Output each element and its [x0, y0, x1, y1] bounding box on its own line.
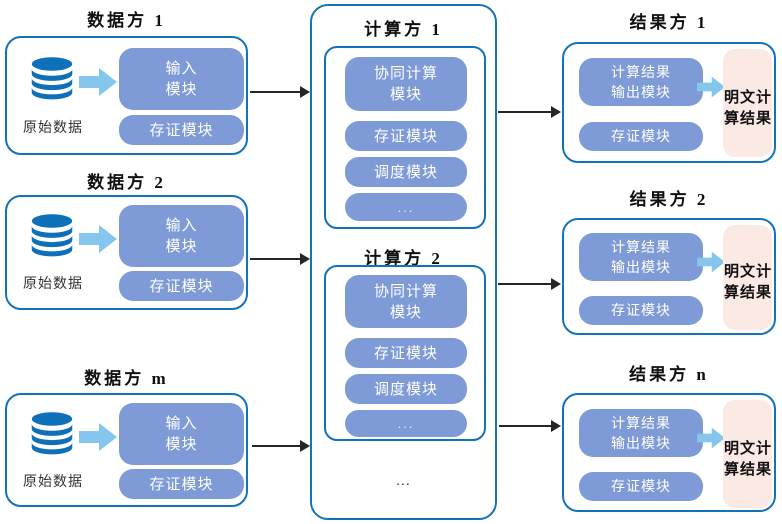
storage-module: 存证模块	[579, 296, 703, 325]
plaintext-result-label: 明文计 算结果	[723, 90, 772, 127]
input-module: 输入 模块	[119, 403, 244, 465]
computing-parties-container: 计算方 1 协同计算 模块 存证模块 调度模块 ... 计算方 2 协同计算 模…	[310, 4, 497, 520]
more-modules-ellipsis: ...	[345, 193, 467, 221]
flow-arrow-icon	[79, 65, 117, 104]
plaintext-result-box	[723, 49, 772, 157]
compute-party-2-title: 计算方 2	[364, 249, 443, 268]
result-party-2-title: 结果方 2	[629, 190, 709, 209]
storage-module: 存证模块	[579, 122, 703, 151]
input-module: 输入 模块	[119, 48, 244, 110]
plaintext-result-label: 明文计 算结果	[723, 264, 772, 301]
result-party-n-title: 结果方 n	[629, 365, 709, 384]
storage-module: 存证模块	[579, 472, 703, 501]
flow-arrow-icon	[697, 72, 725, 107]
database-icon	[25, 210, 79, 264]
input-module: 输入 模块	[119, 205, 244, 267]
result-party-1-box: 计算结果 输出模块 存证模块 明文计 算结果	[562, 42, 776, 163]
storage-module: 存证模块	[119, 469, 244, 499]
plaintext-result-box	[723, 400, 772, 508]
result-party-n-box: 计算结果 输出模块 存证模块 明文计 算结果	[562, 393, 776, 512]
plaintext-result-label: 明文计 算结果	[723, 441, 772, 478]
flow-arrow-icon	[79, 222, 117, 261]
data-party-1-box: 原始数据 输入 模块 存证模块	[5, 36, 248, 155]
storage-module: 存证模块	[119, 271, 244, 301]
scheduling-module: 调度模块	[345, 374, 467, 404]
arrow-data1-to-compute	[250, 86, 310, 98]
collaborative-computing-module: 协同计算 模块	[345, 275, 467, 328]
arrow-data2-to-compute	[250, 253, 310, 265]
flow-arrow-icon	[79, 420, 117, 459]
result-output-module: 计算结果 输出模块	[579, 409, 703, 457]
storage-module: 存证模块	[119, 115, 244, 145]
plaintext-result-box	[723, 225, 772, 330]
data-party-m-box: 原始数据 输入 模块 存证模块	[5, 393, 248, 507]
data-party-2-box: 原始数据 输入 模块 存证模块	[5, 195, 248, 310]
database-icon	[25, 408, 79, 462]
flow-arrow-icon	[697, 247, 725, 282]
result-party-1-title: 结果方 1	[629, 13, 709, 32]
data-party-2-title: 数据方 2	[87, 173, 166, 192]
arrow-compute-to-result1	[498, 106, 561, 118]
collaborative-computing-module: 协同计算 模块	[345, 57, 467, 111]
more-computing-parties-ellipsis: ...	[396, 472, 411, 488]
arrow-compute-to-result2	[498, 278, 561, 290]
arrow-compute-to-resultn	[499, 420, 561, 432]
result-party-2-box: 计算结果 输出模块 存证模块 明文计 算结果	[562, 218, 776, 335]
storage-module: 存证模块	[345, 338, 467, 368]
flow-arrow-icon	[697, 423, 725, 458]
data-party-1-title: 数据方 1	[87, 11, 166, 30]
more-modules-ellipsis: ...	[345, 410, 467, 437]
result-output-module: 计算结果 输出模块	[579, 58, 703, 106]
arrow-datam-to-compute	[252, 440, 310, 452]
raw-data-label: 原始数据	[23, 473, 83, 489]
raw-data-label: 原始数据	[23, 119, 83, 135]
raw-data-label: 原始数据	[23, 275, 83, 291]
data-party-m-title: 数据方 m	[84, 369, 169, 388]
database-icon	[25, 53, 79, 107]
storage-module: 存证模块	[345, 121, 467, 151]
result-output-module: 计算结果 输出模块	[579, 233, 703, 281]
compute-party-1-box: 协同计算 模块 存证模块 调度模块 ...	[324, 46, 486, 229]
scheduling-module: 调度模块	[345, 157, 467, 187]
compute-party-2-box: 协同计算 模块 存证模块 调度模块 ...	[324, 265, 486, 441]
compute-party-1-title: 计算方 1	[364, 20, 443, 39]
